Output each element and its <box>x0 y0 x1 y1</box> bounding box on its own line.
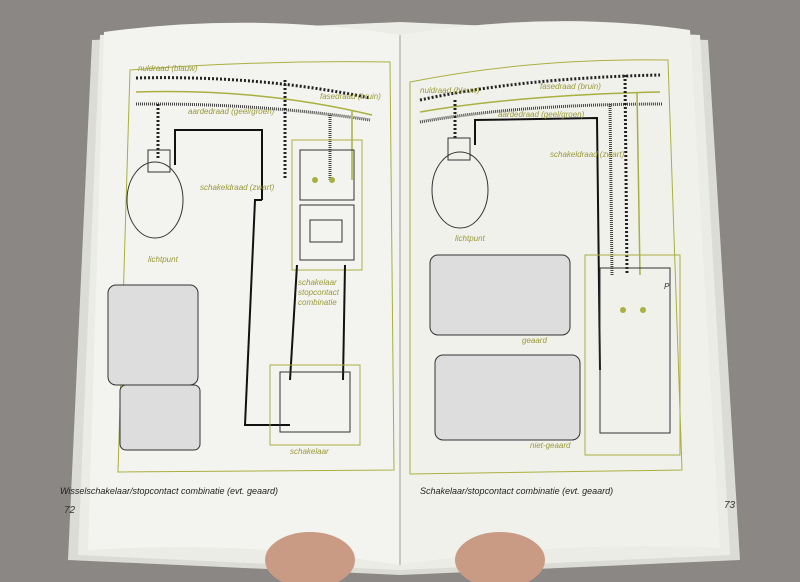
left-page-number: 72 <box>64 505 76 516</box>
combo-label-3: combinatie <box>298 298 337 307</box>
grounded-label: geaard <box>522 336 547 345</box>
p-terminal-label: P <box>664 282 670 291</box>
lamp-label-left: lichtpunt <box>148 255 178 264</box>
right-diagram <box>409 59 683 475</box>
thumbs <box>265 532 545 582</box>
switch-label-left: schakelaar <box>290 447 329 456</box>
neutral-wire-label-left: nuldraad (blauw) <box>138 64 198 73</box>
neutral-wire-label-right: nuldraad (blauw) <box>420 86 480 95</box>
ungrounded-label: niet-geaard <box>530 441 571 450</box>
left-caption: Wisselschakelaar/stopcontact combinatie … <box>60 486 279 496</box>
combo-label-2: stopcontact <box>298 288 339 297</box>
right-caption: Schakelaar/stopcontact combinatie (evt. … <box>420 486 614 496</box>
earth-wire-label-right: aardedraad (geel/groen) <box>498 110 585 119</box>
right-page-number: 73 <box>724 500 736 511</box>
phase-wire-label-left: fasedraad (bruin) <box>320 92 381 101</box>
combo-label-1: schakelaar <box>298 278 337 287</box>
phase-wire-label-right: fasedraad (bruin) <box>540 82 601 91</box>
left-diagram <box>107 61 395 473</box>
earth-wire-label-left: aardedraad (geel/groen) <box>188 107 275 116</box>
lamp-label-right: lichtpunt <box>455 234 485 243</box>
switch-wire-label-right: schakeldraad (zwart) <box>550 150 625 159</box>
switch-wire-label-left: schakeldraad (zwart) <box>200 183 275 192</box>
